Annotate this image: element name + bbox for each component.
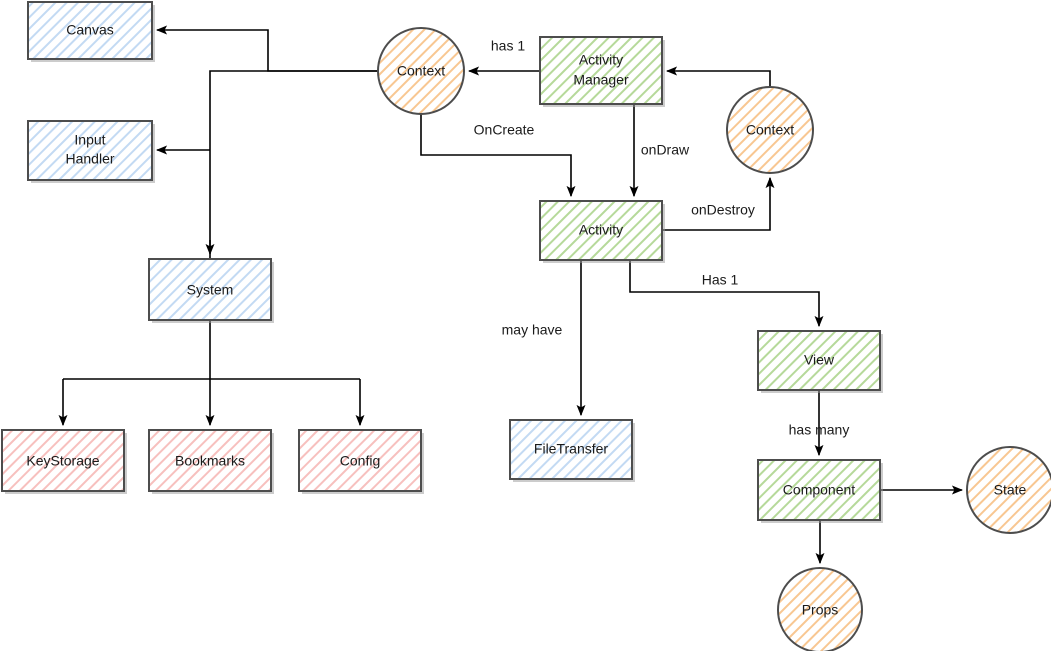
node-keystorage[interactable]: KeyStorage xyxy=(1,429,127,494)
node-bookmarks[interactable]: Bookmarks xyxy=(148,429,274,494)
node-label-input-handler-line1: Input xyxy=(74,132,105,148)
node-label-context-right: Context xyxy=(746,122,794,138)
edge-context-trunk xyxy=(209,70,378,259)
node-label-canvas: Canvas xyxy=(66,22,113,38)
node-label-activity-manager-line1: Activity xyxy=(579,52,623,68)
edge-label-has-many: has many xyxy=(789,422,850,438)
node-label-activity-manager-line2: Manager xyxy=(573,72,629,88)
node-label-props: Props xyxy=(802,602,839,618)
edge-activity-view-has1 xyxy=(629,260,824,328)
node-state[interactable]: State xyxy=(966,446,1051,534)
node-label-component: Component xyxy=(783,482,855,498)
node-context-left[interactable]: Context xyxy=(377,27,465,115)
node-label-bookmarks: Bookmarks xyxy=(175,453,245,469)
node-label-keystorage: KeyStorage xyxy=(26,453,99,469)
node-activity[interactable]: Activity xyxy=(539,200,665,263)
node-label-activity: Activity xyxy=(579,222,623,238)
node-props[interactable]: Props xyxy=(777,567,863,651)
node-label-system: System xyxy=(187,282,234,298)
node-label-state: State xyxy=(994,482,1027,498)
node-activity-manager[interactable]: Activity Manager xyxy=(539,36,665,107)
node-context-right[interactable]: Context xyxy=(726,86,814,174)
edge-labels-layer: has 1 OnCreate onDraw onDestroy Has 1 ma… xyxy=(474,38,850,438)
edge-context-canvas xyxy=(155,25,378,72)
node-system[interactable]: System xyxy=(148,258,274,323)
edge-label-has-1-caps: Has 1 xyxy=(702,272,739,288)
node-view[interactable]: View xyxy=(757,330,883,393)
edge-label-has-1: has 1 xyxy=(491,38,525,54)
edge-context-activity-oncreate xyxy=(420,114,576,198)
edges-layer xyxy=(58,25,964,565)
node-label-config: Config xyxy=(340,453,380,469)
node-label-view: View xyxy=(804,352,835,368)
edge-label-on-destroy: onDestroy xyxy=(691,202,755,218)
edge-label-may-have: may have xyxy=(502,322,563,338)
edge-activity-context-ondestroy xyxy=(662,176,775,231)
edge-label-on-create: OnCreate xyxy=(474,122,535,138)
node-filetransfer[interactable]: FileTransfer xyxy=(509,419,635,482)
node-canvas[interactable]: Canvas xyxy=(27,1,155,62)
edge-label-on-draw: onDraw xyxy=(641,142,690,158)
edge-context-activitymanager xyxy=(665,66,771,87)
node-label-input-handler-line2: Handler xyxy=(65,151,114,167)
node-config[interactable]: Config xyxy=(298,429,424,494)
node-label-filetransfer: FileTransfer xyxy=(534,441,609,457)
node-component[interactable]: Component xyxy=(757,459,883,523)
edge-system-bus xyxy=(63,320,360,380)
node-input-handler[interactable]: Input Handler xyxy=(27,120,155,183)
node-label-context-left: Context xyxy=(397,63,445,79)
